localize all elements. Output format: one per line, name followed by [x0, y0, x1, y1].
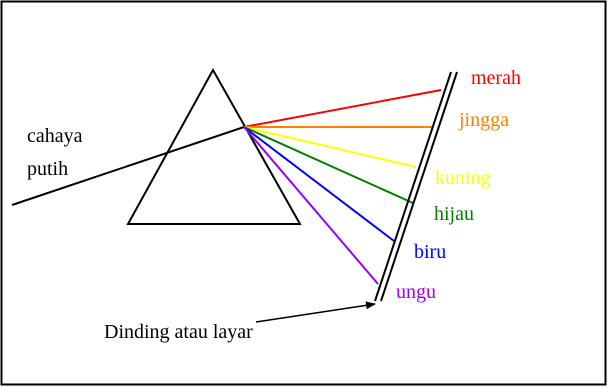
screen-line-inner — [374, 71, 452, 302]
ray-violet — [243, 126, 379, 285]
label-kuning: kuning — [435, 167, 491, 189]
screen-pointer-arrow — [255, 301, 376, 323]
ray-yellow — [243, 126, 417, 168]
ray-green — [243, 126, 414, 204]
label-hijau: hijau — [434, 203, 474, 225]
screen-line-outer — [380, 71, 458, 302]
ray-blue — [243, 126, 395, 242]
label-cahaya: cahaya — [27, 125, 83, 147]
prism — [126, 67, 302, 225]
label-putih: putih — [27, 158, 68, 180]
white-light-ray — [11, 126, 245, 206]
label-merah: merah — [471, 67, 521, 89]
label-screen: Dinding atau layar — [104, 321, 253, 343]
label-biru: biru — [414, 241, 446, 263]
ray-red — [243, 89, 442, 128]
label-ungu: ungu — [396, 281, 436, 303]
label-jingga: jingga — [458, 109, 509, 131]
